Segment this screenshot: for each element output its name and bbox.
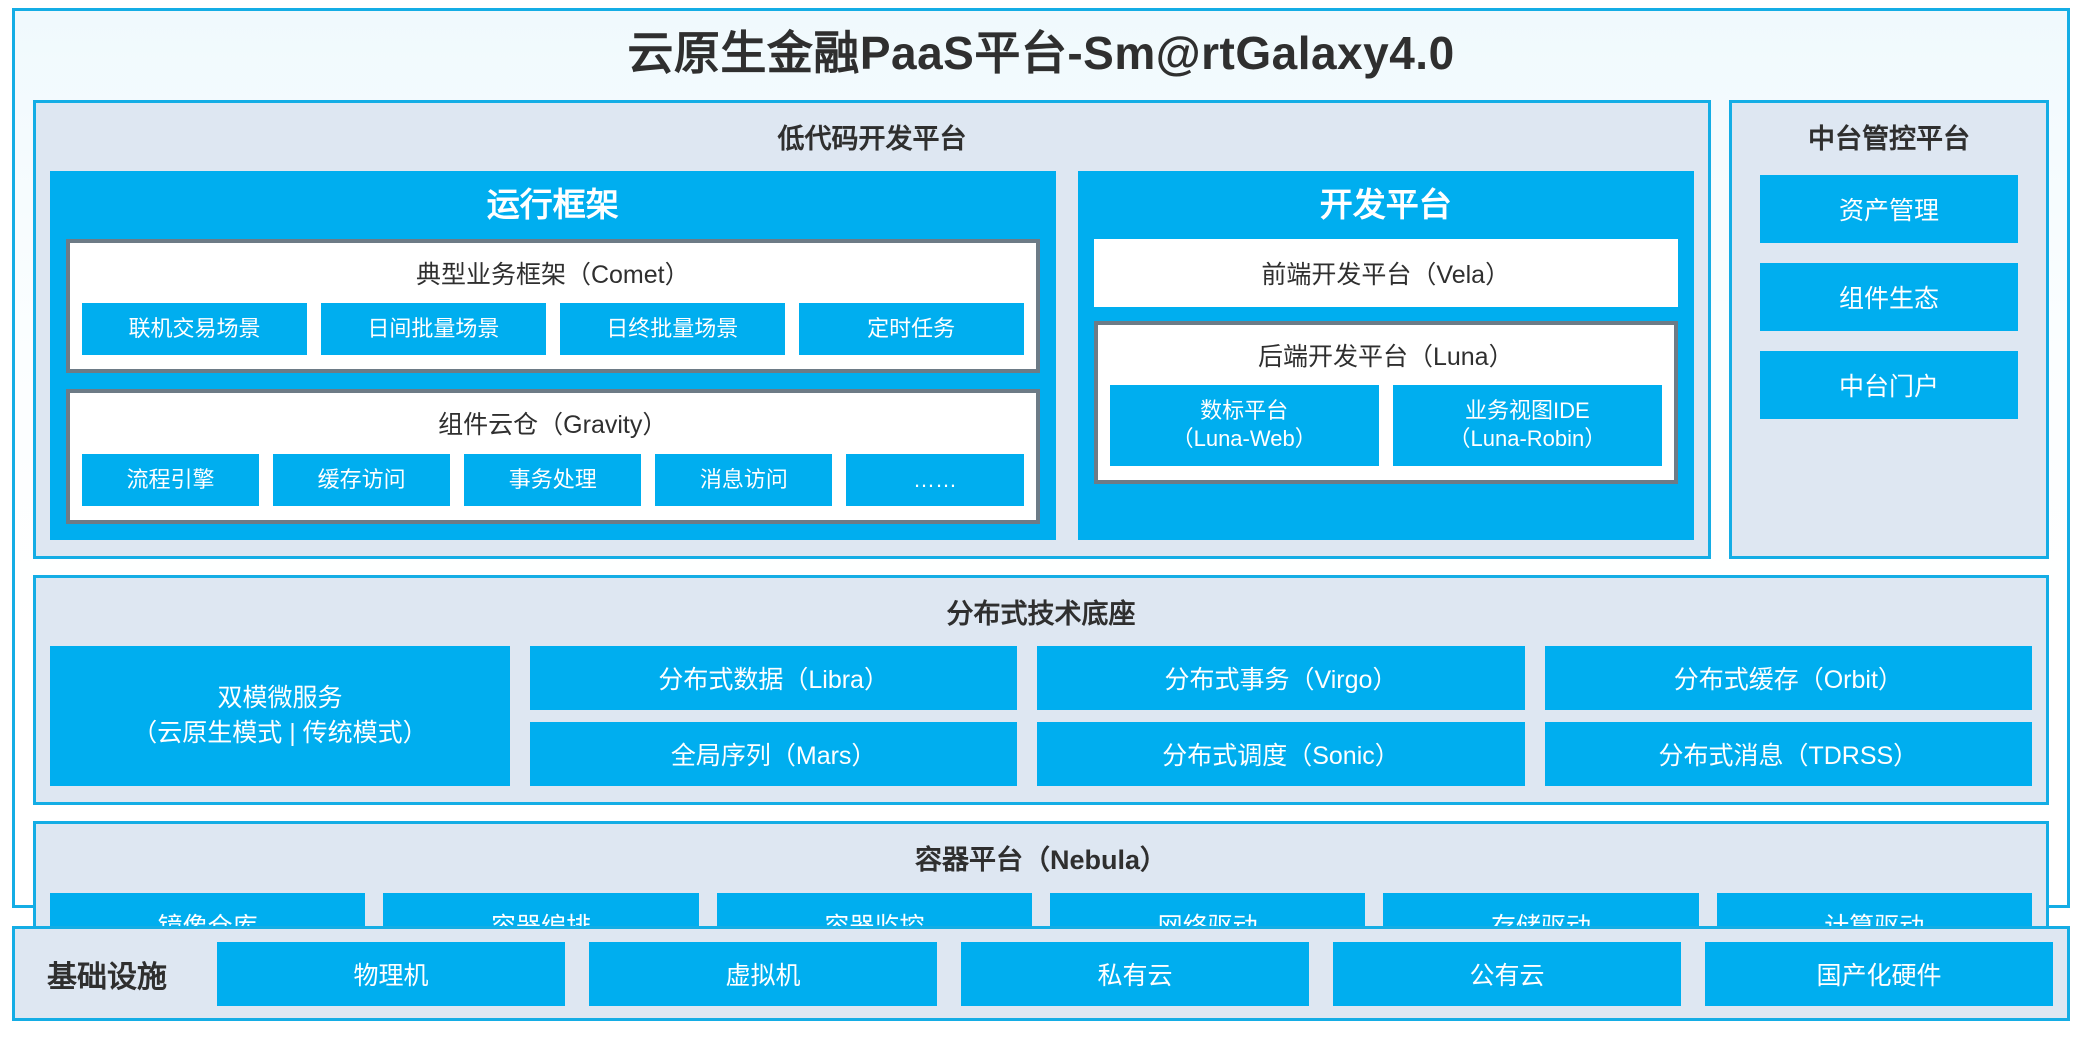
backend-dev-platform-box: 后端开发平台（Luna） 数标平台 （Luna-Web）: [1093, 320, 1678, 484]
gravity-chip[interactable]: 流程引擎: [82, 453, 260, 506]
dev-platform-title: 开发平台: [1319, 186, 1452, 224]
midoffice-item-component-ecosystem[interactable]: 组件生态: [1760, 263, 2018, 332]
distributed-scheduling-sonic[interactable]: 分布式调度（Sonic）: [1037, 722, 1525, 787]
distributed-data-libra[interactable]: 分布式数据（Libra）: [530, 646, 1018, 711]
distributed-message-tdrss[interactable]: 分布式消息（TDRSS）: [1544, 722, 2032, 787]
global-sequence-mars[interactable]: 全局序列（Mars）: [530, 722, 1018, 787]
infrastructure-item-virtual-machine[interactable]: 虚拟机: [589, 941, 937, 1006]
distributed-body: 双模微服务 （云原生模式 | 传统模式） 分布式数据（Libra） 全局序列（M…: [50, 646, 2032, 787]
infrastructure-item-physical-machine[interactable]: 物理机: [217, 941, 565, 1006]
infrastructure-item-list: 物理机 虚拟机 私有云 公有云 国产化硬件: [217, 941, 2053, 1006]
distributed-column-3: 分布式缓存（Orbit） 分布式消息（TDRSS）: [1544, 646, 2032, 787]
infrastructure-bar: 基础设施 物理机 虚拟机 私有云 公有云 国产化硬件: [12, 926, 2070, 1021]
infrastructure-label: 基础设施: [47, 960, 167, 994]
midoffice-control-panel: 中台管控平台 资产管理 组件生态 中台门户: [1729, 99, 2049, 559]
midoffice-item-asset-management[interactable]: 资产管理: [1760, 175, 2018, 244]
infrastructure-item-public-cloud[interactable]: 公有云: [1333, 941, 1681, 1006]
container-platform-title: 容器平台（Nebula）: [914, 845, 1168, 876]
midoffice-title: 中台管控平台: [1808, 123, 1970, 154]
distributed-column-1: 分布式数据（Libra） 全局序列（Mars）: [530, 646, 1018, 787]
runtime-framework-card: 运行框架 典型业务框架（Comet） 联机交易场景 日间批量场景 日终批量场景 …: [50, 171, 1056, 540]
distributed-foundation-panel: 分布式技术底座 双模微服务 （云原生模式 | 传统模式） 分布式数据（Libra…: [33, 574, 2049, 806]
backend-chip-row: 数标平台 （Luna-Web） 业务视图IDE （Luna-Robin）: [1109, 385, 1662, 466]
runtime-framework-title: 运行框架: [486, 186, 619, 224]
midoffice-item-portal[interactable]: 中台门户: [1760, 351, 2018, 420]
luna-web-name: 数标平台: [1200, 398, 1289, 424]
tier-low-code-and-midoffice: 低代码开发平台 运行框架 典型业务框架（Comet） 联机交易场景 日间批量场景…: [33, 99, 2049, 559]
gravity-chip-more[interactable]: ……: [846, 453, 1024, 506]
gravity-title: 组件云仓（Gravity）: [438, 411, 668, 440]
low-code-platform-title: 低代码开发平台: [777, 123, 967, 154]
gravity-chip[interactable]: 事务处理: [464, 453, 642, 506]
infrastructure-item-private-cloud[interactable]: 私有云: [961, 941, 1309, 1006]
backend-dev-platform-title: 后端开发平台（Luna）: [1257, 342, 1514, 371]
luna-web-chip[interactable]: 数标平台 （Luna-Web）: [1109, 385, 1379, 466]
comet-title: 典型业务框架（Comet）: [415, 260, 690, 289]
luna-robin-code: （Luna-Robin）: [1448, 426, 1607, 452]
gravity-chip[interactable]: 消息访问: [655, 453, 833, 506]
gravity-chip[interactable]: 缓存访问: [273, 453, 451, 506]
midoffice-item-list: 资产管理 组件生态 中台门户: [1746, 171, 2032, 539]
dev-platform-card: 开发平台 前端开发平台（Vela） 后端开发平台（Luna） 数标平台 （Lun…: [1077, 171, 1694, 540]
distributed-cache-orbit[interactable]: 分布式缓存（Orbit）: [1544, 646, 2032, 711]
comet-box: 典型业务框架（Comet） 联机交易场景 日间批量场景 日终批量场景 定时任务: [66, 238, 1040, 374]
distributed-transaction-virgo[interactable]: 分布式事务（Virgo）: [1037, 646, 1525, 711]
comet-chip[interactable]: 日间批量场景: [320, 303, 546, 356]
comet-chip[interactable]: 定时任务: [798, 303, 1024, 356]
comet-chip-row: 联机交易场景 日间批量场景 日终批量场景 定时任务: [82, 303, 1024, 356]
comet-chip[interactable]: 联机交易场景: [82, 303, 307, 356]
dual-mode-column: 双模微服务 （云原生模式 | 传统模式）: [50, 646, 510, 787]
frontend-dev-platform-box[interactable]: 前端开发平台（Vela）: [1093, 238, 1678, 307]
luna-robin-name: 业务视图IDE: [1465, 398, 1590, 424]
low-code-platform-panel: 低代码开发平台 运行框架 典型业务框架（Comet） 联机交易场景 日间批量场景…: [33, 99, 1711, 559]
distributed-column-2: 分布式事务（Virgo） 分布式调度（Sonic）: [1037, 646, 1525, 787]
infrastructure-item-domestic-hardware[interactable]: 国产化硬件: [1705, 941, 2053, 1006]
page-title: 云原生金融PaaS平台-Sm@rtGalaxy4.0: [627, 27, 1455, 79]
gravity-chip-row: 流程引擎 缓存访问 事务处理 消息访问 ……: [82, 453, 1024, 506]
comet-chip[interactable]: 日终批量场景: [559, 303, 785, 356]
distributed-foundation-title: 分布式技术底座: [946, 598, 1136, 629]
platform-outer-frame: 云原生金融PaaS平台-Sm@rtGalaxy4.0 低代码开发平台 运行框架 …: [12, 8, 2070, 976]
dual-mode-microservice-box[interactable]: 双模微服务 （云原生模式 | 传统模式）: [50, 646, 510, 787]
luna-robin-chip[interactable]: 业务视图IDE （Luna-Robin）: [1392, 385, 1662, 466]
luna-web-code: （Luna-Web）: [1171, 426, 1317, 452]
gravity-box: 组件云仓（Gravity） 流程引擎 缓存访问 事务处理 消息访问 ……: [66, 389, 1040, 524]
